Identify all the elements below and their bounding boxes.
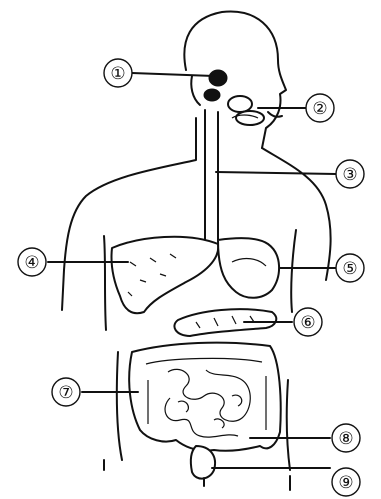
label-2: ② (306, 94, 334, 122)
rectum (191, 446, 215, 486)
liver (111, 237, 218, 313)
label-1: ① (104, 59, 132, 87)
salivary-glands (204, 70, 264, 125)
label-7-text: ⑦ (58, 383, 73, 403)
label-6-text: ⑥ (300, 313, 315, 333)
label-9: ⑨ (332, 468, 360, 496)
large-intestine (129, 343, 281, 451)
label-4: ④ (18, 248, 46, 276)
esophagus (205, 110, 218, 240)
label-8-text: ⑧ (338, 429, 353, 449)
label-1-text: ① (110, 64, 125, 84)
label-6: ⑥ (294, 308, 322, 336)
label-7: ⑦ (52, 378, 80, 406)
label-9-text: ⑨ (338, 473, 353, 493)
label-3: ③ (336, 160, 364, 188)
label-4-text: ④ (24, 253, 39, 273)
stomach (218, 238, 279, 298)
label-5-text: ⑤ (342, 259, 357, 279)
label-8: ⑧ (332, 424, 360, 452)
label-2-text: ② (312, 99, 327, 119)
label-3-text: ③ (342, 165, 357, 185)
label-5: ⑤ (336, 254, 364, 282)
